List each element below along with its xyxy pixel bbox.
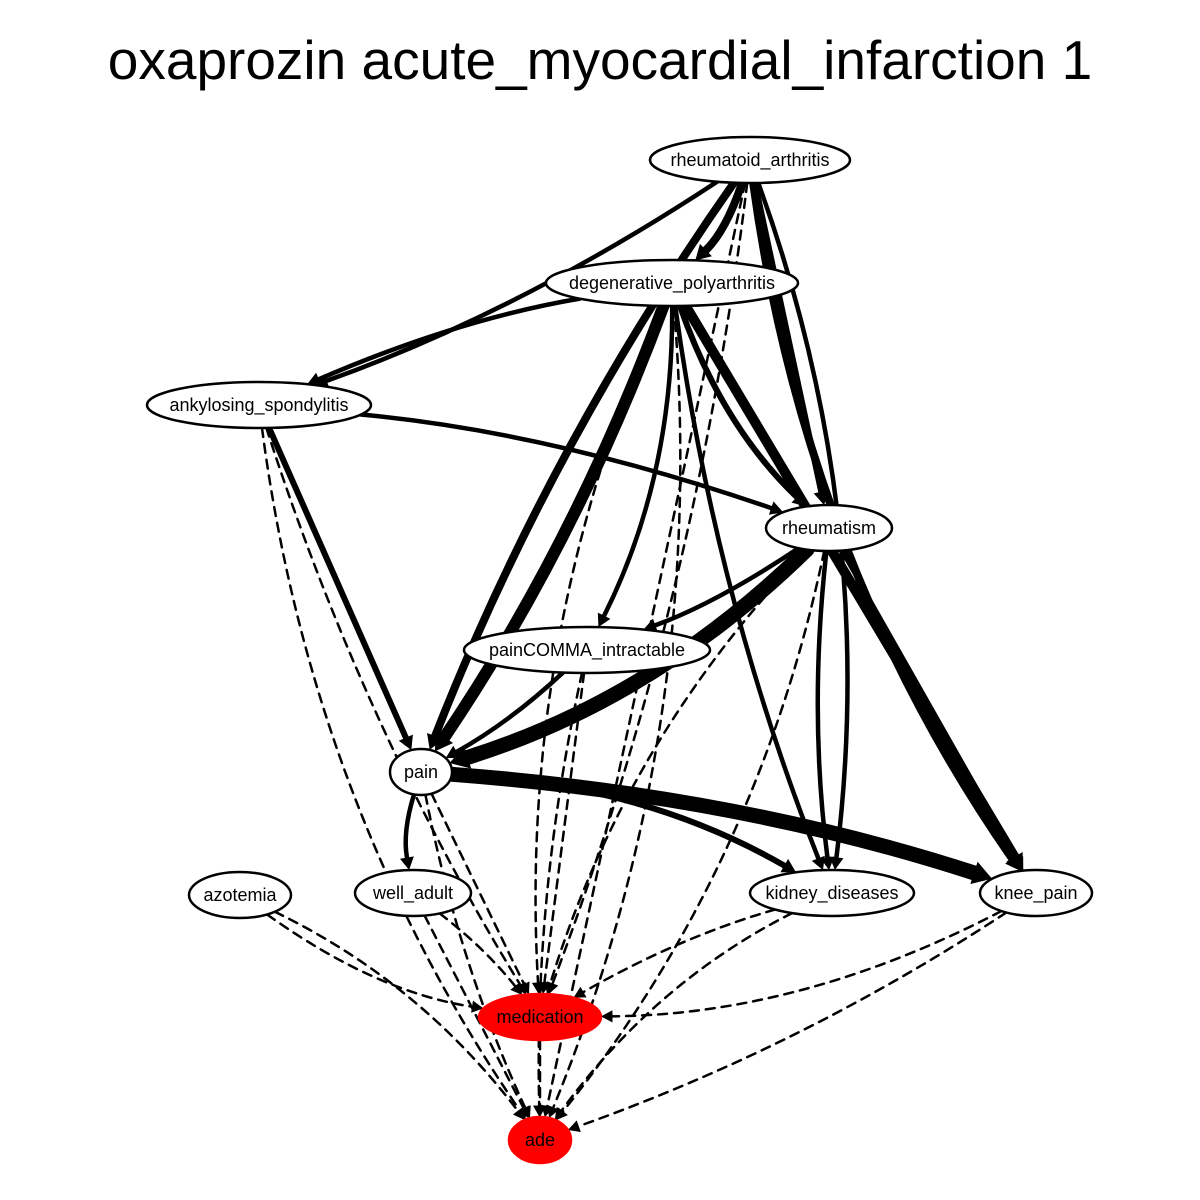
arrowhead-pain-to-well_adult (400, 856, 414, 871)
arrowhead-ankylosing_spondylitis-to-pain (398, 734, 413, 751)
graph-title: oxaprozin acute_myocardial_infarction 1 (107, 29, 1093, 91)
edge-degenerative_polyarthritis-to-pain (438, 299, 670, 744)
edge-degenerative_polyarthritis-to-rheumatism (676, 302, 800, 501)
node-label-rheumatoid_arthritis: rheumatoid_arthritis (670, 150, 829, 171)
arrowhead-degenerative_polyarthritis-to-painCOMMA_intractable (597, 612, 611, 628)
node-shape-knee_pain (978, 868, 1094, 918)
node-shape-ade (507, 1115, 573, 1165)
edge-rheumatoid_arthritis-to-ade (546, 181, 747, 1108)
edge-ankylosing_spondylitis-to-pain (266, 424, 409, 741)
edge-degenerative_polyarthritis-to-painCOMMA_intractable (601, 303, 675, 618)
edge-rheumatism-to-kidney_diseases (815, 548, 830, 860)
edge-rheumatism-to-painCOMMA_intractable (653, 545, 801, 628)
edge-degenerative_polyarthritis-to-ankylosing_spondylitis (316, 296, 582, 382)
node-well_adult: well_adult (353, 868, 473, 918)
node-shape-pain (388, 747, 454, 797)
arrowhead-ankylosing_spondylitis-to-rheumatism (768, 501, 784, 515)
node-pain: pain (388, 747, 454, 797)
node-ade: ade (507, 1115, 573, 1165)
node-ankylosing_spondylitis: ankylosing_spondylitis (145, 380, 373, 430)
node-label-ankylosing_spondylitis: ankylosing_spondylitis (169, 395, 348, 416)
edge-ankylosing_spondylitis-to-ade (260, 426, 521, 1112)
node-label-painCOMMA_intractable: painCOMMA_intractable (489, 640, 685, 661)
arrowhead-rheumatism-to-knee_pain (1010, 856, 1024, 871)
nodes-layer: rheumatoid_arthritis degenerative_polyart… (145, 135, 1094, 1165)
edge-azotemia-to-medication (265, 913, 474, 1008)
arrowhead-degenerative_polyarthritis-to-ankylosing_spondylitis (307, 372, 322, 386)
arrowhead-kidney_diseases-to-ade (554, 1106, 567, 1120)
node-label-well_adult: well_adult (372, 883, 453, 904)
arrowhead-knee_pain-to-ade (567, 1120, 581, 1132)
edge-kidney_diseases-to-medication (582, 908, 777, 994)
node-medication: medication (477, 992, 603, 1042)
node-shape-kidney_diseases (748, 868, 916, 918)
arrowhead-well_adult-to-ade (518, 1105, 530, 1119)
node-azotemia: azotemia (187, 870, 293, 920)
edge-degenerative_polyarthritis-to-medication (534, 304, 664, 984)
edge-rheumatoid_arthritis-to-ankylosing_spondylitis (324, 179, 720, 384)
edge-pain-to-knee_pain (444, 766, 982, 881)
edge-rheumatism-to-ade (561, 549, 826, 1113)
edge-degenerative_polyarthritis-to-knee_pain (680, 300, 1020, 862)
edge-well_adult-to-medication (438, 912, 517, 988)
node-label-medication: medication (496, 1007, 583, 1027)
edge-ankylosing_spondylitis-to-rheumatism (358, 412, 774, 511)
arrowhead-knee_pain-to-medication (600, 1010, 613, 1023)
node-label-ade: ade (525, 1130, 555, 1150)
edge-pain-to-ade (424, 793, 527, 1110)
edge-degenerative_polyarthritis-to-ade (552, 304, 682, 1109)
arrowhead-rheumatism-to-painCOMMA_intractable (643, 618, 658, 632)
arrowhead-painCOMMA_intractable-to-pain (445, 745, 461, 759)
node-shape-rheumatism (764, 503, 894, 553)
node-label-kidney_diseases: kidney_diseases (765, 883, 898, 904)
node-shape-well_adult (353, 868, 473, 918)
edge-rheumatism-to-knee_pain (839, 548, 1020, 862)
edge-knee_pain-to-medication (611, 909, 1003, 1018)
edge-painCOMMA_intractable-to-medication (543, 671, 586, 984)
arrowhead-well_adult-to-medication (510, 982, 523, 995)
edge-well_adult-to-ade (423, 914, 525, 1110)
arrowhead-degenerative_polyarthritis-to-pain (434, 731, 454, 752)
edge-kidney_diseases-to-ade (560, 911, 794, 1112)
edge-azotemia-to-ade (273, 910, 520, 1113)
node-label-knee_pain: knee_pain (994, 883, 1077, 904)
node-shape-rheumatoid_arthritis (648, 135, 852, 185)
arrowhead-rheumatoid_arthritis-to-degenerative_polyarthritis (695, 243, 712, 261)
node-rheumatism: rheumatism (764, 503, 894, 553)
node-knee_pain: knee_pain (978, 868, 1094, 918)
node-shape-ankylosing_spondylitis (145, 380, 373, 430)
arrowhead-degenerative_polyarthritis-to-ade (547, 1105, 560, 1118)
arrowhead-pain-to-medication (518, 981, 530, 995)
arrowhead-rheumatism-to-kidney_diseases (820, 856, 835, 871)
edge-pain-to-well_adult (403, 792, 417, 860)
edge-rheumatoid_arthritis-to-degenerative_polyarthritis (701, 178, 747, 255)
edge-knee_pain-to-ade (577, 911, 1008, 1128)
arrowhead-pain-to-kidney_diseases (780, 858, 797, 873)
node-shape-degenerative_polyarthritis (544, 258, 800, 308)
edge-rheumatism-to-pain (460, 542, 815, 765)
arrowhead-rheumatoid_arthritis-to-pain (427, 732, 444, 750)
arrowhead-painCOMMA_intractable-to-medication (538, 981, 551, 995)
arrowhead-pain-to-knee_pain (970, 861, 993, 885)
edge-rheumatism-to-medication (549, 548, 810, 985)
node-kidney_diseases: kidney_diseases (748, 868, 916, 918)
node-degenerative_polyarthritis: degenerative_polyarthritis (544, 258, 800, 308)
node-label-degenerative_polyarthritis: degenerative_polyarthritis (569, 273, 775, 294)
node-painCOMMA_intractable: painCOMMA_intractable (462, 625, 712, 675)
node-label-pain: pain (404, 762, 438, 782)
arrowhead-kidney_diseases-to-medication (573, 986, 587, 998)
node-shape-painCOMMA_intractable (462, 625, 712, 675)
node-label-azotemia: azotemia (203, 885, 277, 905)
edge-ankylosing_spondylitis-to-medication (265, 426, 522, 987)
node-rheumatoid_arthritis: rheumatoid_arthritis (648, 135, 852, 185)
edge-painCOMMA_intractable-to-pain (454, 670, 566, 755)
node-shape-azotemia (187, 870, 293, 920)
arrowhead-rheumatism-to-pain (449, 746, 472, 769)
arrowhead-medication-to-ade (533, 1105, 547, 1117)
arrowhead-azotemia-to-medication (471, 1000, 484, 1013)
node-label-rheumatism: rheumatism (782, 518, 876, 538)
node-shape-medication (477, 992, 603, 1042)
